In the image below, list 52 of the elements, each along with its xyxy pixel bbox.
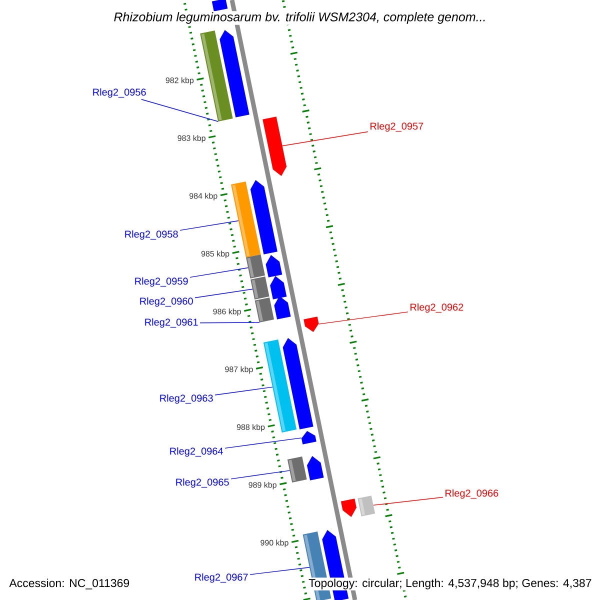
scale-label: 986 kbp	[213, 308, 241, 316]
leader-line	[224, 438, 302, 449]
leader-line	[318, 312, 408, 324]
gene-block	[270, 276, 287, 300]
gene-label: Rleg2_0963	[160, 394, 213, 404]
leader-line	[180, 220, 239, 231]
gene-block	[220, 30, 250, 118]
gene-block	[282, 338, 314, 430]
leader-line	[282, 131, 368, 146]
scale-label: 983 kbp	[178, 135, 206, 143]
gene-block	[266, 255, 282, 278]
gene-block	[274, 296, 291, 320]
leader-line	[190, 267, 248, 278]
map-title: Rhizobium leguminosarum bv. trifolii WSM2304, complete genom...	[112, 11, 488, 25]
gene-block	[212, 0, 228, 12]
gene-label: Rleg2_0956	[93, 88, 146, 98]
cog-bar	[358, 496, 376, 516]
gene-label: Rleg2_0957	[370, 122, 424, 132]
leader-line	[230, 470, 290, 480]
gene-label: Rleg2_0967	[195, 573, 248, 583]
scale-label: 987 kbp	[225, 366, 253, 374]
scale-label: 984 kbp	[190, 192, 218, 200]
accession-text: Accession: NC_011369	[8, 578, 131, 590]
gene-block	[262, 116, 287, 176]
gene-label: Rleg2_0961	[145, 318, 198, 328]
scale-label: 985 kbp	[201, 250, 230, 258]
leader-line	[200, 322, 260, 324]
leader-line	[250, 567, 310, 575]
scale-label: 989 kbp	[248, 482, 276, 490]
gene-label: Rleg2_0965	[176, 478, 229, 488]
gene-block	[250, 180, 278, 254]
gene-label: Rleg2_0962	[410, 303, 464, 313]
cog-bar	[246, 254, 265, 279]
leader-line	[372, 496, 444, 506]
gene-block	[340, 498, 356, 517]
cog-bar	[287, 456, 307, 483]
gene-block	[307, 456, 324, 480]
gene-label: Rleg2_0959	[135, 277, 188, 287]
gene-label: Rleg2_0966	[446, 489, 498, 499]
gene-block	[301, 431, 316, 444]
scale-label: 990 kbp	[260, 540, 288, 548]
cog-bar	[250, 276, 270, 300]
leader-line	[194, 288, 253, 298]
gene-label: Rleg2_0960	[140, 297, 193, 307]
scale-label: 988 kbp	[236, 424, 265, 432]
gene-label: Rleg2_0958	[125, 230, 178, 240]
gene-label: Rleg2_0964	[170, 447, 223, 457]
leader-line	[141, 99, 218, 122]
gene-block	[304, 316, 319, 332]
leader-line	[214, 386, 273, 396]
genome-info-text: Topology: circular; Length: 4,537,948 bp; Genes: 4,387	[308, 578, 593, 590]
cog-bar	[254, 298, 274, 323]
